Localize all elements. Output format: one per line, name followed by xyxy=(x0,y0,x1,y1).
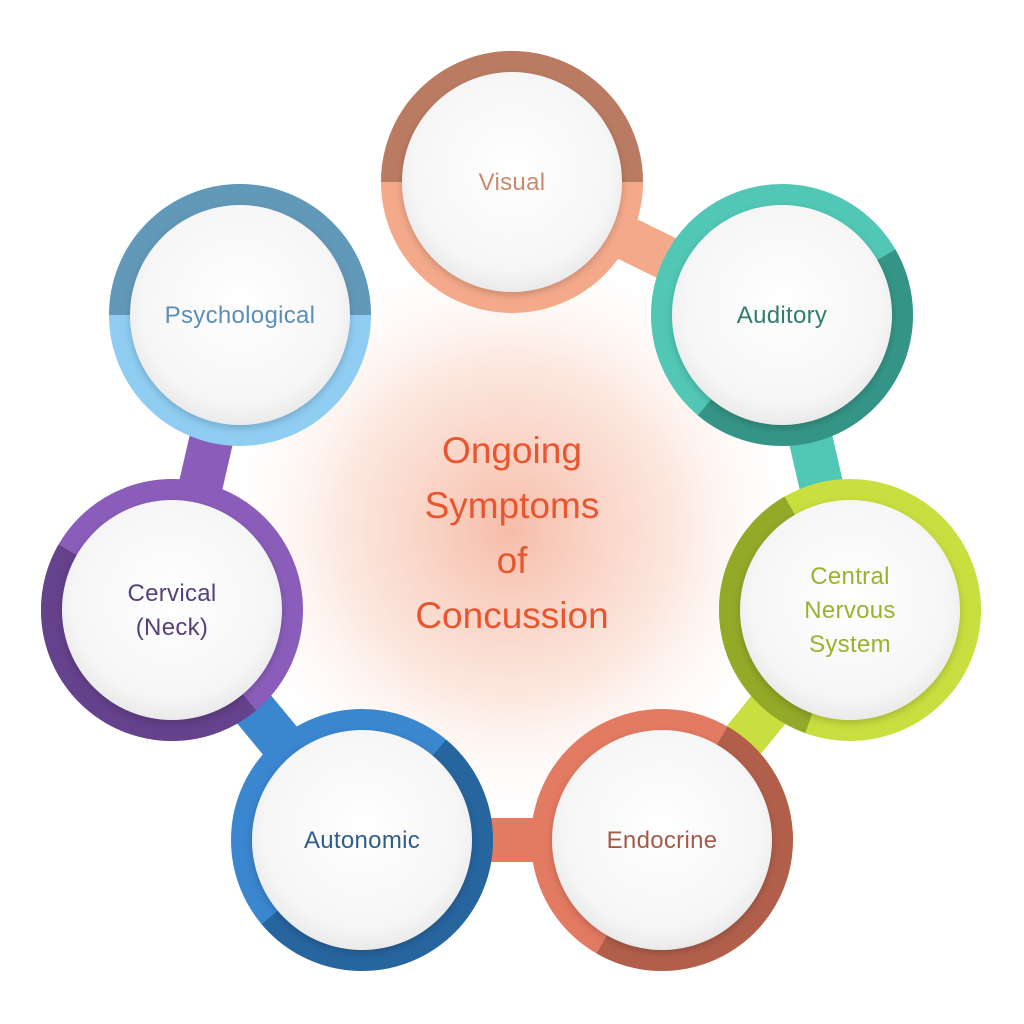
center-title-line-4: Concussion xyxy=(415,595,608,636)
ring-shade-central-nervous-system xyxy=(719,496,816,734)
label-cervical-neck-line-1: Cervical xyxy=(127,580,216,607)
node-auditory: Auditory xyxy=(651,184,913,446)
node-visual: Visual xyxy=(381,51,643,313)
ring-shade-visual xyxy=(381,51,643,183)
ring-shade-autonomic xyxy=(261,739,493,971)
label-cervical-neck-line-2: (Neck) xyxy=(136,614,208,641)
center-title-line-3: of xyxy=(497,540,529,581)
node-psychological: Psychological xyxy=(109,184,371,446)
center-title-line-2: Symptoms xyxy=(425,485,600,526)
label-psychological: Psychological xyxy=(165,302,316,329)
node-autonomic: Autonomic xyxy=(231,709,493,971)
node-endocrine: Endocrine xyxy=(531,709,793,971)
label-visual: Visual xyxy=(479,169,546,196)
label-endocrine: Endocrine xyxy=(607,827,718,854)
ring-shade-endocrine xyxy=(596,726,793,971)
ring-shade-psychological xyxy=(109,184,371,316)
disc-central-nervous-system xyxy=(740,500,960,720)
disc-autonomic xyxy=(252,730,472,950)
node-cervical-neck: Cervical (Neck) xyxy=(41,479,303,741)
center-title: Ongoing Symptoms of Concussion xyxy=(415,430,608,636)
ring-shade-auditory xyxy=(697,249,913,446)
center-glow xyxy=(210,230,810,830)
label-central-nervous-system-line-3: System xyxy=(809,631,891,658)
label-autonomic: Autonomic xyxy=(304,827,420,854)
label-central-nervous-system-line-2: Nervous xyxy=(804,597,895,624)
label-central-nervous-system-line-1: Central xyxy=(810,563,889,590)
disc-visual xyxy=(402,72,622,292)
center-title-line-1: Ongoing xyxy=(442,430,582,471)
label-auditory: Auditory xyxy=(737,302,827,329)
disc-psychological xyxy=(130,205,350,425)
disc-cervical-neck xyxy=(62,500,282,720)
ring-shade-cervical-neck xyxy=(41,544,257,741)
disc-auditory xyxy=(672,205,892,425)
symptom-nodes: VisualAuditoryCentralNervousSystemEndocr… xyxy=(41,51,981,971)
disc-endocrine xyxy=(552,730,772,950)
